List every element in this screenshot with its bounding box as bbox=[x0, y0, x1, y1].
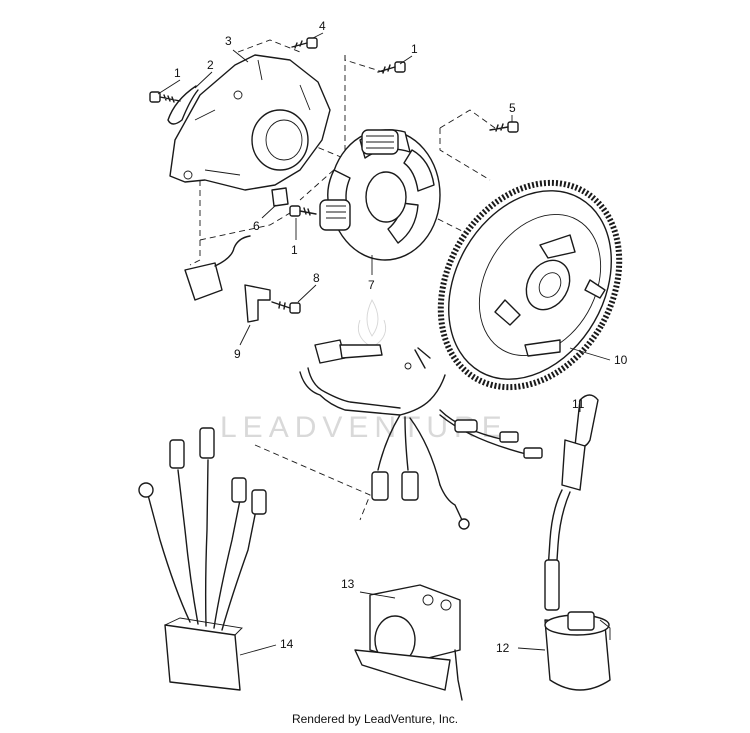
callout-1: 1 bbox=[174, 66, 181, 80]
callout-13: 13 bbox=[341, 577, 355, 591]
screw-8 bbox=[271, 301, 301, 314]
flywheel bbox=[437, 179, 623, 391]
callout-7: 7 bbox=[368, 278, 375, 292]
callout-4: 4 bbox=[319, 19, 326, 33]
callout-2: 2 bbox=[207, 58, 214, 72]
screw-1b bbox=[377, 61, 406, 74]
screw-1a bbox=[149, 91, 181, 103]
leader-lines bbox=[157, 32, 611, 656]
screw-4 bbox=[291, 37, 318, 49]
pin bbox=[167, 85, 199, 125]
sensor-block bbox=[184, 235, 271, 323]
callout-11: 11 bbox=[572, 397, 585, 411]
spark-plug-cap bbox=[561, 394, 599, 491]
callout-3: 3 bbox=[225, 34, 232, 48]
callout-1: 1 bbox=[291, 243, 298, 257]
callout-8: 8 bbox=[313, 271, 320, 285]
callout-5: 5 bbox=[509, 101, 516, 115]
callout-9: 9 bbox=[234, 347, 241, 361]
callout-6: 6 bbox=[253, 219, 260, 233]
stator-coil bbox=[319, 129, 441, 261]
ignition-coil bbox=[544, 489, 611, 691]
wiring-harness bbox=[299, 339, 543, 530]
callout-10: 10 bbox=[614, 353, 628, 367]
callouts: 1 2 3 4 1 5 6 1 7 8 9 10 11 12 13 14 bbox=[174, 19, 628, 655]
footer-credit: Rendered by LeadVenture, Inc. bbox=[291, 712, 459, 726]
solenoid bbox=[354, 584, 463, 701]
screw-1c bbox=[289, 205, 317, 217]
callout-1: 1 bbox=[411, 42, 418, 56]
screw-5 bbox=[489, 121, 519, 133]
voltage-regulator bbox=[138, 427, 267, 691]
clip bbox=[271, 187, 289, 207]
callout-14: 14 bbox=[280, 637, 294, 651]
stator-plate bbox=[169, 54, 331, 191]
callout-12: 12 bbox=[496, 641, 510, 655]
